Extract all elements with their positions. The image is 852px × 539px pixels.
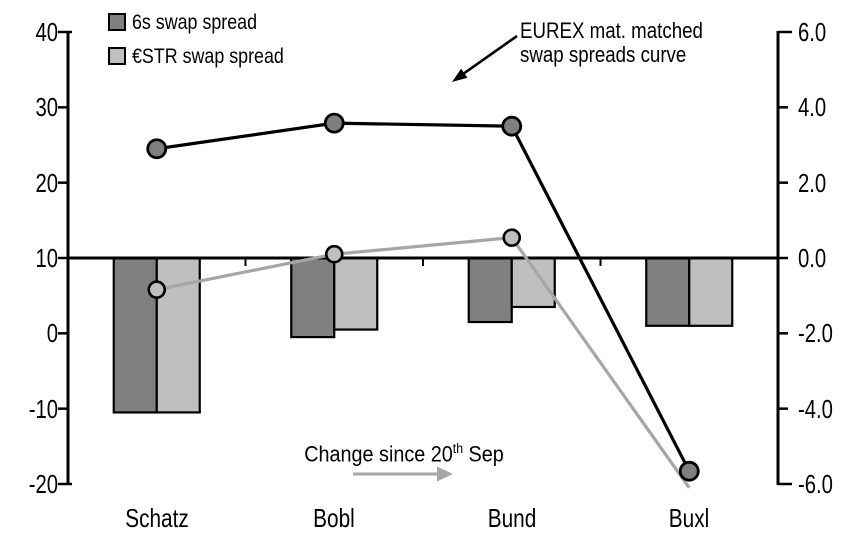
change-note-prefix: Change since 20	[304, 441, 453, 467]
right-axis-tick-label: 4.0	[798, 92, 827, 122]
bar-6s-schatz	[112, 256, 158, 414]
legend-swatch-dark-icon	[108, 13, 126, 31]
legend: 6s swap spread €STR swap spread	[108, 10, 311, 81]
right-axis-tick-label: -6.0	[798, 469, 833, 499]
marker-6s-bund	[501, 115, 523, 137]
category-label-schatz: Schatz	[125, 503, 189, 533]
change-note-suffix: Sep	[463, 441, 504, 467]
right-axis-tick-label: 6.0	[798, 17, 827, 47]
change-arrowhead-icon	[437, 466, 453, 482]
legend-swatch-light-icon	[108, 47, 126, 65]
marker-6s-buxl	[678, 460, 700, 482]
left-axis-tick-label: 20	[35, 168, 58, 198]
legend-item-estr-swap-spread: €STR swap spread	[108, 44, 311, 68]
curve-annotation-arrowhead-icon	[452, 68, 468, 82]
marker-6s-schatz	[146, 138, 168, 160]
line-6s-curve	[156, 121, 691, 472]
curve-annotation-line2: swap spreads curve	[520, 42, 687, 67]
legend-item-6s-swap-spread: 6s swap spread	[108, 10, 311, 34]
left-axis-tick-label: -20	[28, 469, 58, 499]
right-axis-tick-label: -4.0	[798, 394, 833, 424]
left-axis-tick-label: 30	[35, 92, 58, 122]
bar-6s-buxl	[645, 256, 691, 327]
right-axis-tick-label: 2.0	[798, 168, 827, 198]
left-axis-tick-label: 10	[35, 243, 58, 273]
legend-label: €STR swap spread	[132, 44, 284, 68]
bar-estr-buxl	[688, 256, 734, 327]
legend-label: 6s swap spread	[132, 10, 258, 34]
category-label-bund: Bund	[487, 503, 537, 533]
curve-annotation-arrow	[463, 34, 518, 75]
curve-annotation: EUREX mat. matched swap spreads curve	[520, 19, 703, 67]
right-axis-tick-label: -2.0	[798, 318, 833, 348]
category-label-bobl: Bobl	[313, 503, 355, 533]
left-axis-tick-label: -10	[28, 394, 58, 424]
left-axis-tick-label: 40	[35, 17, 58, 47]
bar-6s-bund	[467, 256, 513, 324]
change-since-note: Change since 20th Sep	[269, 437, 539, 466]
marker-estr-bund	[502, 228, 522, 247]
left-axis-tick-label: 0	[46, 318, 58, 348]
right-axis-tick-label: 0.0	[798, 243, 827, 273]
line-estr-curve	[156, 235, 691, 489]
marker-estr-bobl	[324, 244, 344, 264]
category-label-buxl: Buxl	[668, 503, 710, 533]
marker-6s-bobl	[323, 112, 345, 134]
curve-annotation-line1: EUREX mat. matched	[520, 18, 703, 43]
change-note-superscript: th	[452, 441, 464, 456]
bar-6s-bobl	[290, 256, 336, 339]
bar-estr-bobl	[333, 256, 379, 331]
marker-estr-schatz	[147, 280, 167, 299]
